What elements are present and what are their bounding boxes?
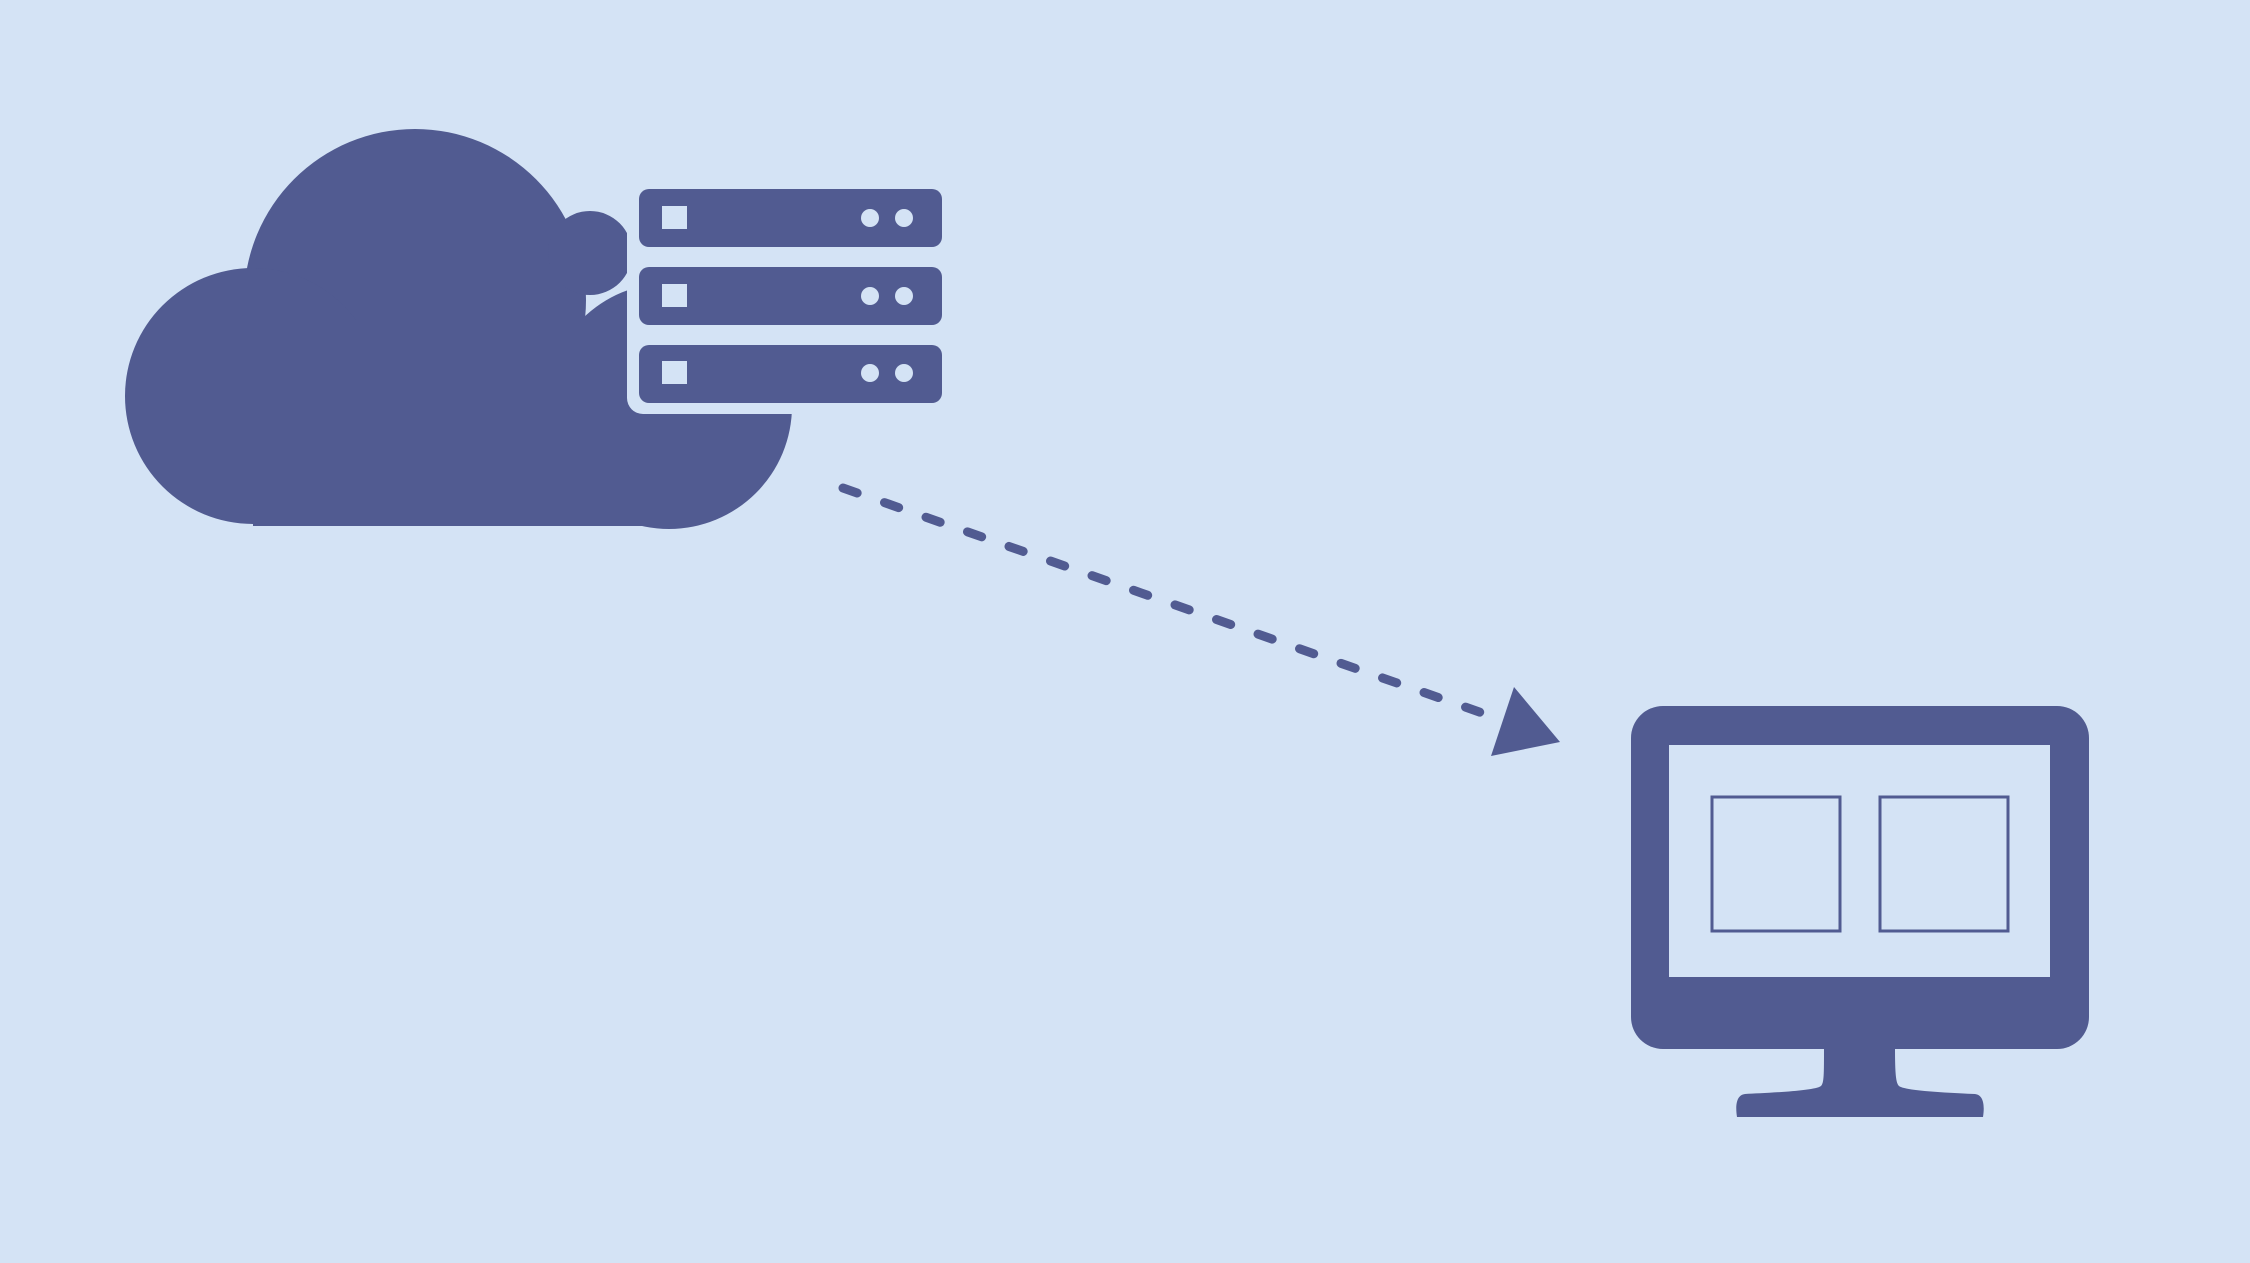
status-light-icon	[895, 364, 913, 382]
screen-window	[1878, 795, 2010, 933]
server-unit	[639, 267, 942, 325]
cloud-icon	[125, 129, 792, 529]
server-unit	[639, 189, 942, 247]
arrowhead-icon	[1491, 687, 1560, 756]
drive-slot-icon	[662, 284, 687, 307]
screen-window	[1710, 795, 1842, 933]
status-light-icon	[861, 364, 879, 382]
status-light-icon	[861, 287, 879, 305]
drive-slot-icon	[662, 206, 687, 229]
dashed-connector	[838, 483, 1507, 725]
monitor-screen	[1669, 745, 2050, 977]
server-unit	[639, 345, 942, 403]
status-light-icon	[895, 209, 913, 227]
monitor-icon	[1631, 706, 2089, 1117]
server-rack-icon	[639, 189, 942, 403]
cloud-server-icon	[125, 129, 957, 529]
status-light-icon	[861, 209, 879, 227]
monitor-stand	[1736, 1047, 1984, 1117]
drive-slot-icon	[662, 361, 687, 384]
transfer-arrow	[838, 483, 1560, 756]
status-light-icon	[895, 287, 913, 305]
